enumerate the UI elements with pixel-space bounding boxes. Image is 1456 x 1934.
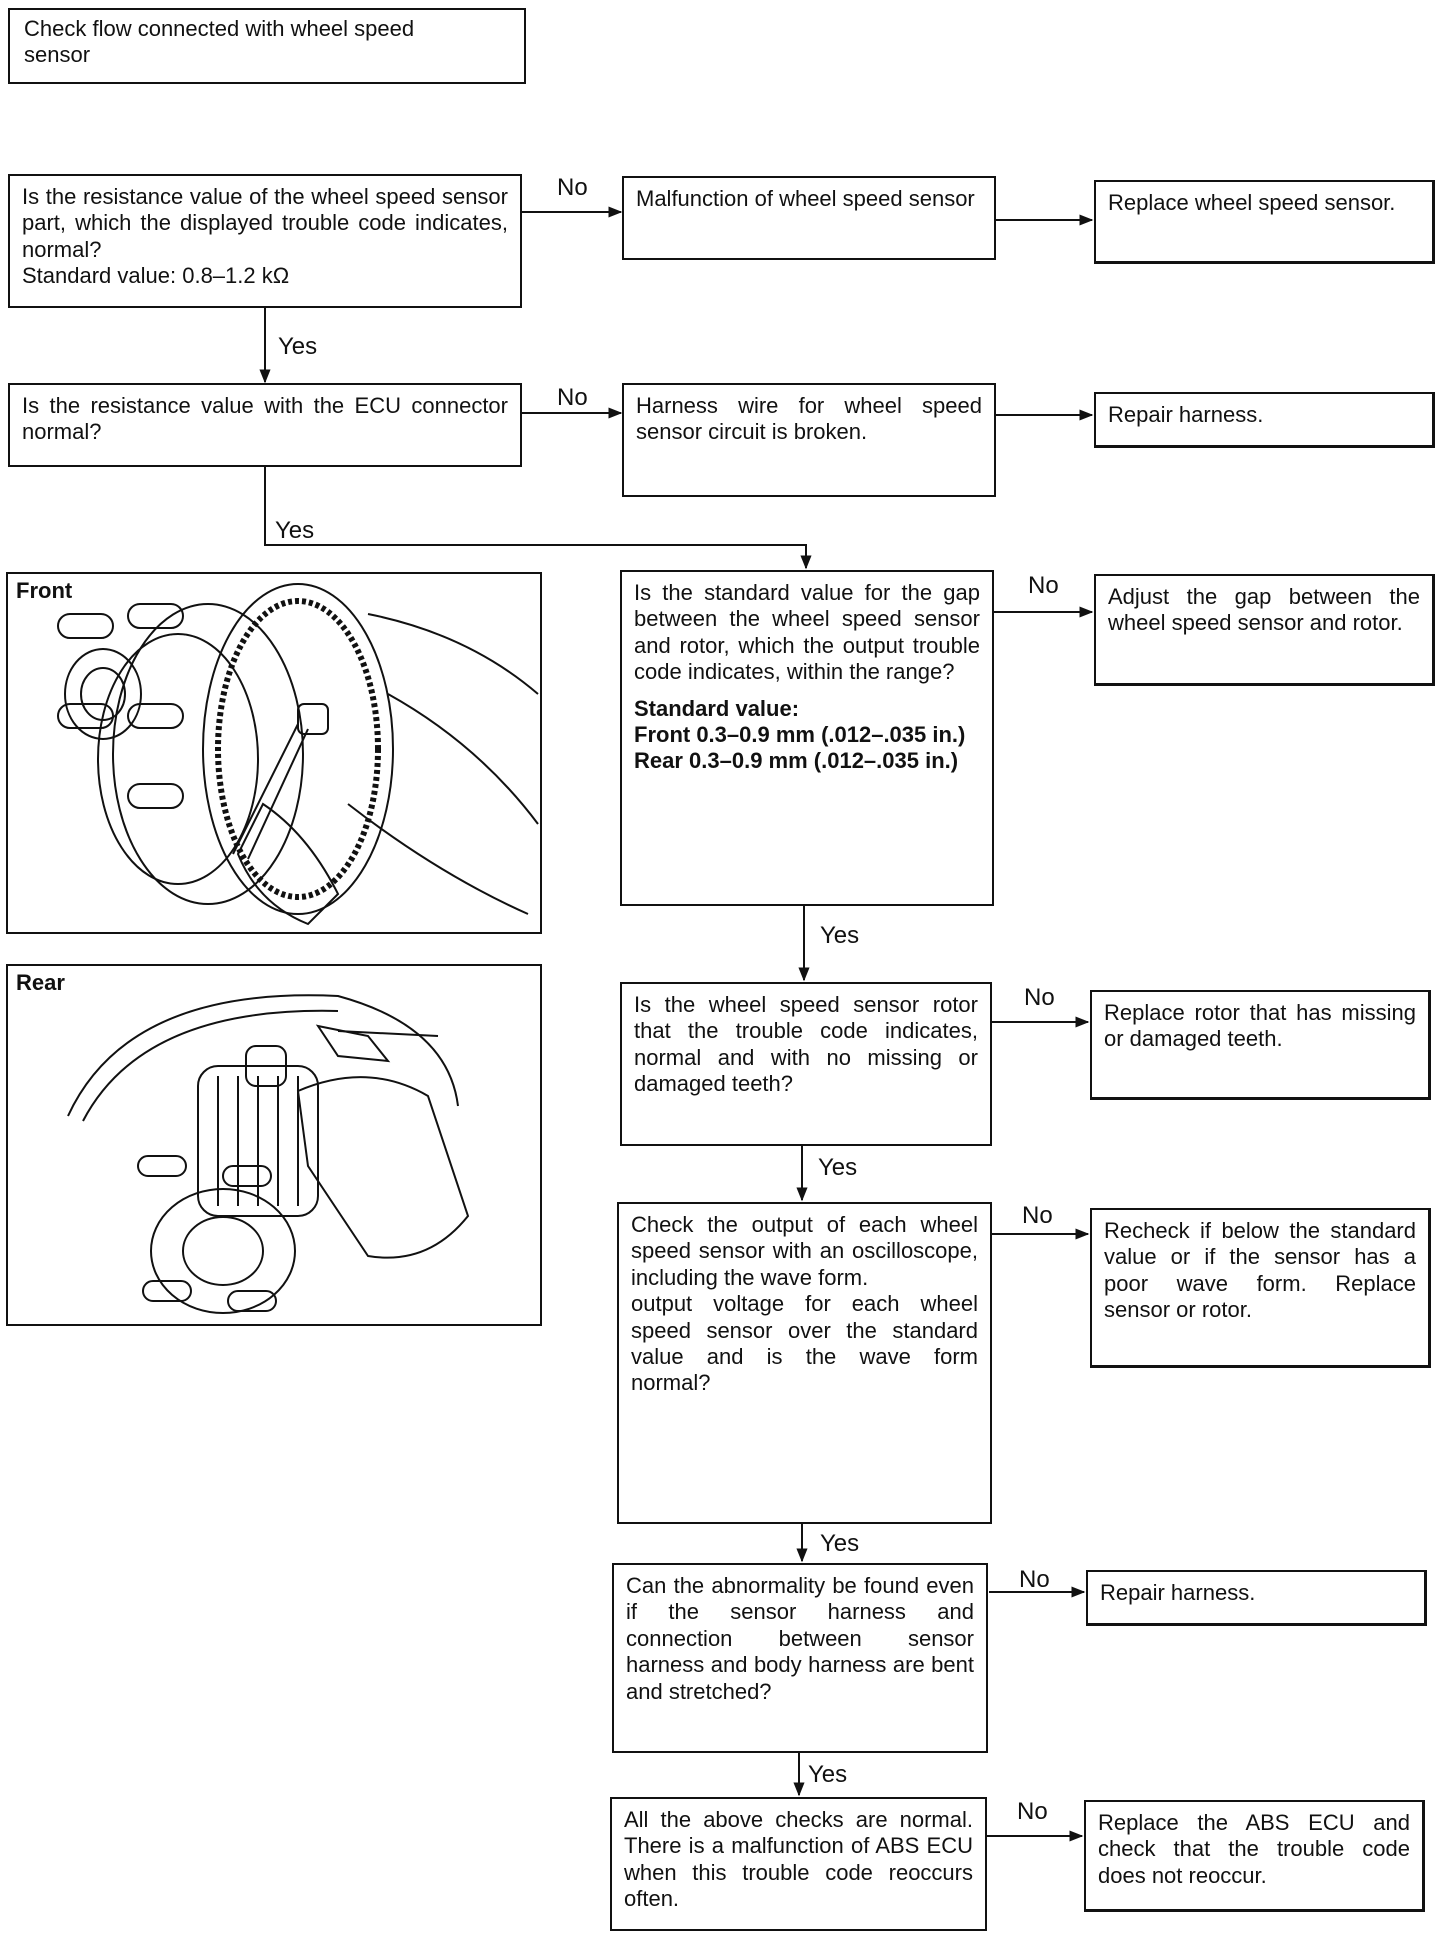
yes-label-2: Yes [275,517,315,544]
action-adjust-gap-text: Adjust the gap between the wheel speed s… [1108,584,1420,636]
action-replace-abs-ecu-text: Replace the ABS ECU and check that the t… [1098,1810,1410,1888]
no-label-1: No [557,174,588,201]
yes-label-3: Yes [820,922,860,949]
no-label-5: No [1022,1202,1053,1229]
action-replace-rotor-text: Replace rotor that has missing or damage… [1104,1000,1416,1052]
question-oscilloscope-text: Check the output of each wheel speed sen… [631,1212,978,1396]
action-recheck-sensor: Recheck if below the standard value or i… [1090,1208,1431,1368]
result-sensor-malfunction: Malfunction of wheel speed sensor [622,176,996,260]
no-label-2: No [557,384,588,411]
front-wheel-drawing [57,583,539,926]
action-repair-harness-2-text: Repair harness. [1100,1580,1256,1605]
question-rotor-teeth-text: Is the wheel speed sensor rotor that the… [634,992,978,1097]
yes-label-6: Yes [808,1761,848,1788]
question-ecu-resistance-text: Is the resistance value with the ECU con… [22,393,508,445]
flow-title-box: Check flow connected with wheel speed se… [8,8,526,84]
no-label-3: No [1028,572,1059,599]
action-adjust-gap: Adjust the gap between the wheel speed s… [1094,574,1435,686]
yes-label-1: Yes [278,333,318,360]
rear-wheel-illustration: Rear [6,964,542,1326]
action-recheck-sensor-text: Recheck if below the standard value or i… [1104,1218,1416,1323]
yes-label-4: Yes [818,1154,858,1181]
gap-standard-title: Standard value: [634,695,800,721]
question-sensor-resistance-text: Is the resistance value of the wheel spe… [22,184,508,289]
gap-standard-rear: Rear 0.3–0.9 mm (.012–.035 in.) [634,748,959,774]
yes-label-5: Yes [820,1530,860,1557]
action-replace-rotor: Replace rotor that has missing or damage… [1090,990,1431,1100]
result-harness-broken-text: Harness wire for wheel speed sensor circ… [636,393,982,445]
question-rotor-teeth: Is the wheel speed sensor rotor that the… [620,982,992,1146]
action-replace-abs-ecu: Replace the ABS ECU and check that the t… [1084,1800,1425,1912]
result-sensor-malfunction-text: Malfunction of wheel speed sensor [636,186,975,211]
rear-caption: Rear [16,970,65,995]
rear-wheel-drawing [67,994,470,1314]
question-sensor-resistance: Is the resistance value of the wheel spe… [8,174,522,308]
no-label-4: No [1024,984,1055,1011]
front-wheel-illustration: Front [6,572,542,934]
question-ecu-resistance: Is the resistance value with the ECU con… [8,383,522,467]
question-sensor-gap: Is the standard value for the gap betwee… [620,570,994,906]
flow-title: Check flow connected with wheel speed se… [24,16,415,68]
conclusion-abs-ecu-text: All the above checks are normal. There i… [624,1807,973,1912]
action-repair-harness-1: Repair harness. [1094,392,1435,448]
question-sensor-gap-text: Is the standard value for the gap betwee… [634,580,980,685]
question-harness-bent: Can the abnormality be found even if the… [612,1563,988,1753]
no-label-7: No [1017,1798,1048,1825]
action-repair-harness-2: Repair harness. [1086,1570,1427,1626]
question-harness-bent-text: Can the abnormality be found even if the… [626,1573,974,1704]
gap-standard-front: Front 0.3–0.9 mm (.012–.035 in.) [634,721,966,747]
front-caption: Front [16,578,73,603]
action-replace-sensor-text: Replace wheel speed sensor. [1108,190,1396,215]
action-repair-harness-1-text: Repair harness. [1108,402,1264,427]
question-oscilloscope: Check the output of each wheel speed sen… [617,1202,992,1524]
conclusion-abs-ecu: All the above checks are normal. There i… [610,1797,987,1931]
result-harness-broken: Harness wire for wheel speed sensor circ… [622,383,996,497]
no-label-6: No [1019,1566,1050,1593]
action-replace-sensor: Replace wheel speed sensor. [1094,180,1435,264]
